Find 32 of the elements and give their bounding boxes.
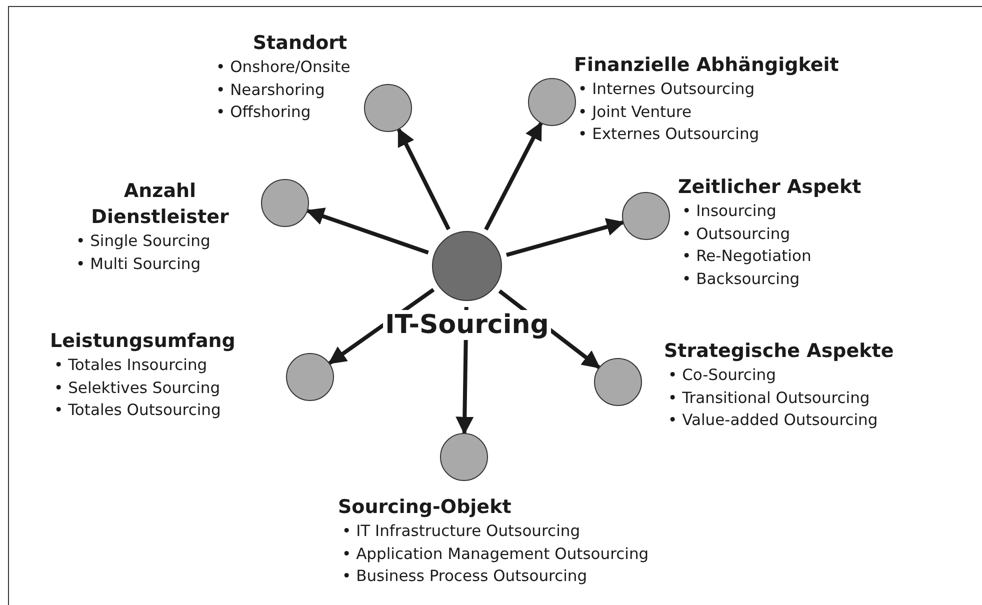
category-heading: Standort: [252, 32, 348, 54]
category-heading: Leistungsumfang: [50, 330, 236, 352]
list-item: • Application Management Outsourcing: [342, 544, 650, 564]
category-heading: Finanzielle Abhängigkeit: [574, 54, 839, 76]
list-item: • Multi Sourcing: [76, 254, 202, 274]
list-item: • Co-Sourcing: [668, 365, 777, 386]
list-item: • Single Sourcing: [76, 231, 212, 252]
list-item: • Outsourcing: [682, 224, 792, 244]
list-item: • Joint Venture: [578, 102, 692, 122]
list-item: • Nearshoring: [216, 80, 326, 100]
list-item: • Selektives Sourcing: [54, 378, 222, 398]
list-item: • Business Process Outsourcing: [342, 566, 588, 587]
list-item: • Totales Outsourcing: [54, 400, 222, 421]
list-item: • Re-Negotiation: [682, 246, 812, 267]
list-item: • Insourcing: [682, 201, 778, 222]
list-item: • Internes Outsourcing: [578, 79, 756, 100]
category-heading: Strategische Aspekte: [664, 340, 894, 362]
category-heading: Zeitlicher Aspekt: [678, 176, 862, 198]
list-item: • Value-added Outsourcing: [668, 410, 879, 431]
list-item: • Transitional Outsourcing: [668, 388, 871, 408]
list-item: • IT Infrastructure Outsourcing: [342, 521, 582, 542]
list-item: • Totales Insourcing: [54, 355, 208, 376]
category-heading: Sourcing-Objekt: [338, 496, 512, 518]
hub-label: IT-Sourcing: [383, 310, 551, 340]
list-item: • Externes Outsourcing: [578, 124, 760, 145]
arrow: [306, 208, 429, 254]
list-item: • Backsourcing: [682, 268, 801, 290]
arrow: [484, 122, 543, 231]
category-heading: Anzahl Dienstleister: [91, 180, 229, 228]
list-item: • Onshore/Onsite: [216, 57, 352, 78]
arrow: [396, 128, 450, 230]
list-item: • Offshoring: [216, 102, 312, 123]
